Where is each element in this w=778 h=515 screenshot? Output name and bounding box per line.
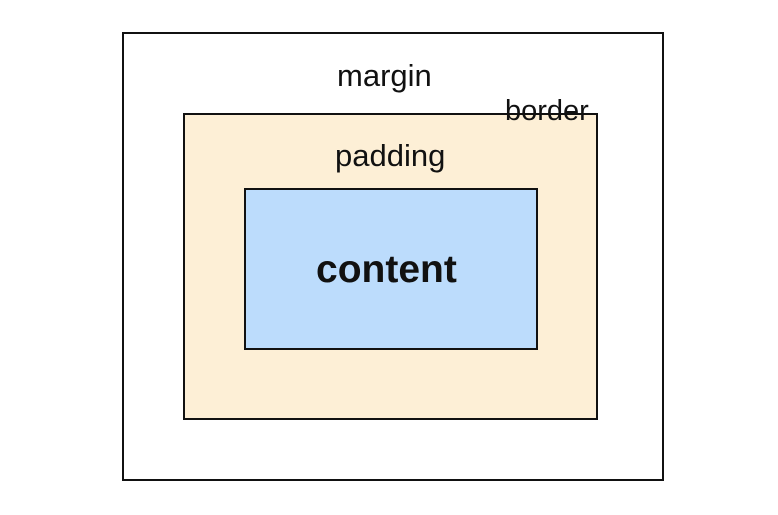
content-label: content	[316, 248, 457, 291]
padding-label: padding	[335, 138, 446, 173]
margin-label: margin	[337, 58, 432, 93]
border-label: border	[505, 95, 589, 127]
content-box	[244, 188, 538, 350]
